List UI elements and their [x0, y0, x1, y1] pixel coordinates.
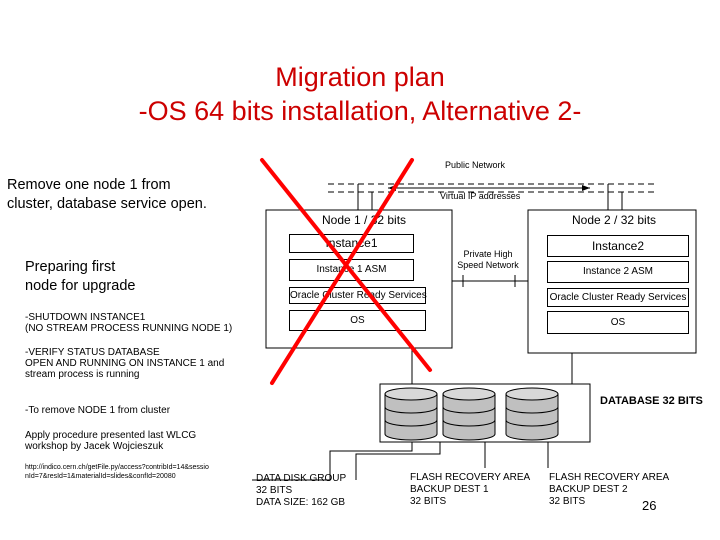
- fra-dest2-line-3: 32 BITS: [549, 496, 586, 507]
- node1-label: Node 1 / 32 bits: [322, 213, 407, 227]
- virtual-ip-label: Virtual IP addresses: [440, 191, 521, 201]
- node1-frame: [265, 209, 453, 349]
- node2-asm-box: Instance 2 ASM: [547, 261, 689, 283]
- node2-label: Node 2 / 32 bits: [572, 213, 657, 227]
- data-disk-icon: [384, 387, 438, 441]
- private-network-label-line-2: Speed Network: [457, 260, 519, 270]
- apply-procedure-line-1: Apply procedure presented last WLCG: [25, 430, 197, 441]
- data-disk-group-line-3: DATA SIZE: 162 GB: [256, 497, 346, 508]
- data-disk-group-connector: [252, 442, 413, 481]
- database-label: DATABASE 32 BITS: [600, 395, 703, 407]
- private-network-label-line-1: Private High: [463, 249, 513, 259]
- remove-node-step: -To remove NODE 1 from cluster: [25, 405, 171, 416]
- slide-title-line-2: -OS 64 bits installation, Alternative 2-: [138, 96, 582, 126]
- apply-procedure-line-2: workshop by Jacek Wojcieszuk: [25, 441, 164, 452]
- page-number: 26: [642, 498, 657, 513]
- reference-url-line-2[interactable]: nId=7&resId=1&materialId=slides&confId=2…: [25, 473, 176, 480]
- fra-dest1-line-1: FLASH RECOVERY AREA: [410, 472, 531, 483]
- fra-dest2-disk-icon: [505, 387, 559, 441]
- verify-note-line-2: OPEN AND RUNNING ON INSTANCE 1 and: [25, 358, 225, 369]
- verify-note-line-1: -VERIFY STATUS DATABASE: [25, 347, 160, 358]
- preparing-note-line-1: Preparing first: [25, 259, 116, 275]
- data-disk-group-line-1: DATA DISK GROUP: [256, 473, 347, 484]
- node1-instance-box: Instance1: [289, 234, 414, 253]
- shutdown-note-line-1: -SHUTDOWN INSTANCE1: [25, 312, 146, 323]
- remove-node-note-line-1: Remove one node 1 from: [7, 177, 171, 193]
- shutdown-note-line-2: (NO STREAM PROCESS RUNNING NODE 1): [25, 323, 233, 334]
- public-network-label: Public Network: [445, 160, 506, 170]
- slide-title-line-1: Migration plan: [275, 62, 445, 92]
- node2-os-box: OS: [547, 311, 689, 334]
- reference-url-line-1[interactable]: http://indico.cern.ch/getFile.py/access?…: [25, 464, 209, 471]
- node2-crs-box: Oracle Cluster Ready Services: [547, 288, 689, 307]
- node1-os-box: OS: [289, 310, 426, 331]
- fra-dest1-line-2: BACKUP DEST 1: [410, 484, 489, 495]
- data-disk-group-line-2: 32 BITS: [256, 485, 293, 496]
- node2-instance-box: Instance2: [547, 235, 689, 257]
- preparing-note-line-2: node for upgrade: [25, 278, 136, 294]
- fra-dest2-line-2: BACKUP DEST 2: [549, 484, 628, 495]
- remove-node-note-line-2: cluster, database service open.: [7, 196, 207, 212]
- fra-dest2-line-1: FLASH RECOVERY AREA: [549, 472, 670, 483]
- fra-dest1-line-3: 32 BITS: [410, 496, 447, 507]
- verify-note-line-3: stream process is running: [25, 369, 140, 380]
- fra-dest1-disk-icon: [442, 387, 496, 441]
